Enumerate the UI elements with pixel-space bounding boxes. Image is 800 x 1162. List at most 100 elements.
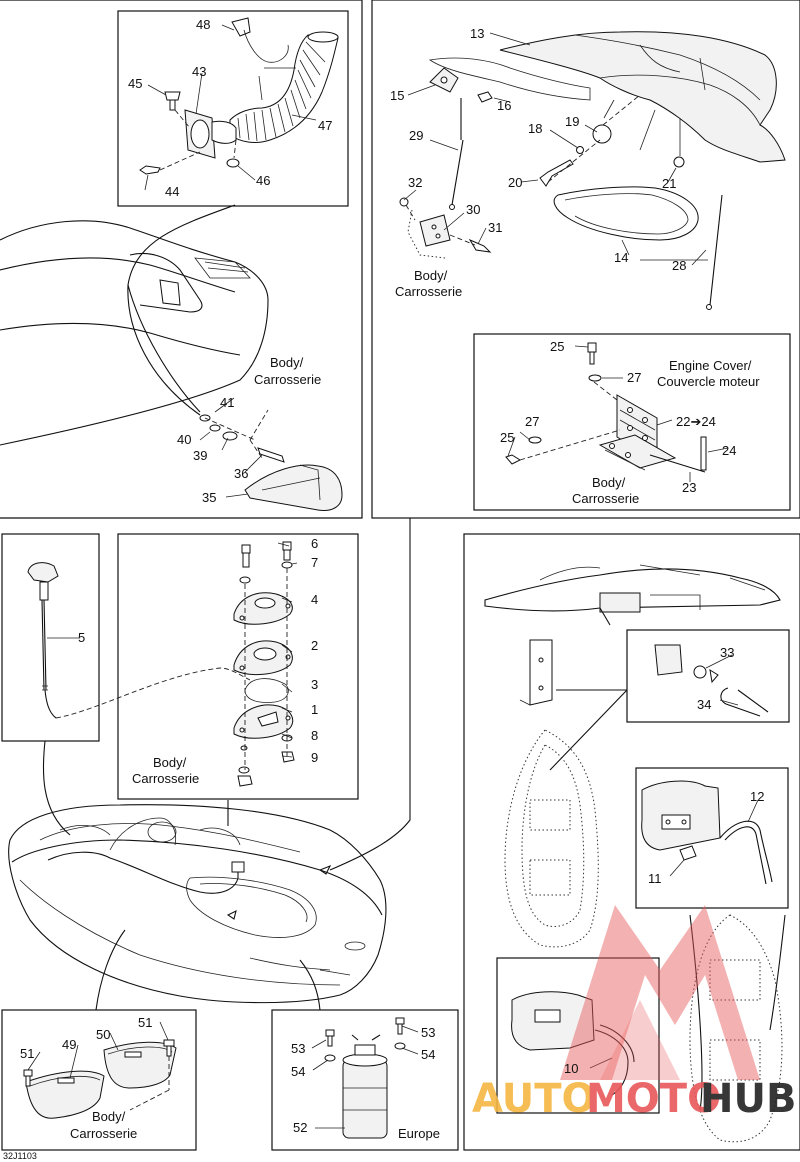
part-34: 34: [697, 697, 711, 712]
part-12: 12: [750, 789, 764, 804]
part-21: 21: [662, 176, 676, 191]
body-label-3: Body/: [592, 475, 626, 490]
part-20: 20: [508, 175, 522, 190]
hinge-15-and-struts: [429, 67, 723, 310]
panel-inset-clip: [626, 629, 790, 723]
storage-bins: [23, 1039, 177, 1119]
part-30: 30: [466, 202, 480, 217]
panel-top-left: [0, 0, 363, 519]
panel-inset-tie2: [496, 957, 660, 1114]
part-47: 47: [318, 118, 332, 133]
part-25-left: 25: [500, 430, 514, 445]
part-39: 39: [193, 448, 207, 463]
part-44: 44: [165, 184, 179, 199]
part-29: 29: [409, 128, 423, 143]
tie-11-12: [641, 780, 773, 885]
watermark-auto: AUTO: [472, 1076, 596, 1122]
extinguisher-52: [324, 1017, 406, 1139]
watermark-moto: MOTO: [586, 1076, 721, 1122]
hose-47: [229, 31, 339, 143]
part-11: 11: [648, 871, 662, 886]
vent-opening: [159, 279, 181, 306]
panel-inset-tie: [635, 767, 789, 909]
screw-44: [139, 165, 161, 175]
tie-10: [511, 991, 635, 1096]
part-14: 14: [614, 250, 628, 265]
part-49: 49: [62, 1037, 76, 1052]
part-7: 7: [311, 555, 318, 570]
part-54-right: 54: [421, 1047, 435, 1062]
text-labels: Body/ Carrosserie Body/ Carrosserie Engi…: [3, 268, 760, 1161]
part-18: 18: [528, 121, 542, 136]
hinge-22-24: [505, 342, 707, 473]
body-label-2b: Carrosserie: [395, 284, 462, 299]
screw-36: [257, 447, 285, 463]
part-1: 1: [311, 702, 318, 717]
part-53-left: 53: [291, 1041, 305, 1056]
panel-right-bottom: [463, 533, 800, 1151]
figure-code: 32J1103: [3, 1151, 37, 1161]
part-8: 8: [311, 728, 318, 743]
mount-stack: [233, 541, 295, 787]
body-label-4b: Carrosserie: [132, 771, 199, 786]
seat-body-illustration: [0, 204, 269, 446]
part-16: 16: [497, 98, 511, 113]
part-27-left: 27: [525, 414, 539, 429]
bracket-clip: [519, 639, 628, 771]
watermark-logo: [560, 905, 760, 1080]
dotted-hulls: [504, 729, 786, 1143]
part-28: 28: [672, 258, 686, 273]
part-27-top: 27: [627, 370, 641, 385]
part-46: 46: [256, 173, 270, 188]
body-label-5b: Carrosserie: [70, 1126, 137, 1141]
part-2: 2: [311, 638, 318, 653]
part-41: 41: [220, 395, 234, 410]
dipstick-path: [55, 667, 251, 719]
part-36: 36: [234, 466, 248, 481]
engine-cover-13: [428, 31, 786, 163]
clip-33-tie-34: [654, 644, 769, 717]
part-54-left: 54: [291, 1064, 305, 1079]
part-52: 52: [293, 1120, 307, 1135]
part-40: 40: [177, 432, 191, 447]
panel-dipstick: [1, 533, 100, 742]
part-32: 32: [408, 175, 422, 190]
panel-extinguisher: [271, 1009, 459, 1151]
part-24: 24: [722, 443, 736, 458]
part-45: 45: [128, 76, 142, 91]
panel-storage-bins: [1, 1009, 197, 1151]
part-19: 19: [565, 114, 579, 129]
cover-fasteners: [539, 94, 685, 187]
part-51-left: 51: [20, 1046, 34, 1061]
part-5: 5: [78, 630, 85, 645]
part-23: 23: [682, 480, 696, 495]
panel-top-right: [371, 0, 800, 519]
part-25-top: 25: [550, 339, 564, 354]
body-label-3b: Carrosserie: [572, 491, 639, 506]
cover-35: [244, 464, 343, 511]
panel-mount: [117, 533, 359, 800]
part-35: 35: [202, 490, 216, 505]
pin-45: [164, 91, 181, 101]
part-50: 50: [96, 1027, 110, 1042]
watermark-text: AUTO MOTO HUB: [472, 1076, 796, 1122]
boat-hull: [8, 804, 387, 1004]
part-3: 3: [311, 677, 318, 692]
body-label-5: Body/: [92, 1109, 126, 1124]
seat-fasteners: [127, 284, 343, 511]
range-22-24: 22➔24: [676, 414, 716, 429]
cover-seal-14: [553, 186, 699, 241]
part-33: 33: [720, 645, 734, 660]
part-6: 6: [311, 536, 318, 551]
callout-leaders: [27, 24, 759, 1129]
body-label-2: Body/: [414, 268, 448, 283]
engine-cover-label: Engine Cover/: [669, 358, 752, 373]
part-31: 31: [488, 220, 502, 235]
part-51-right: 51: [138, 1015, 152, 1030]
part-number-labels: 48 43 45 47 46 44 41 40 39 36 35 13 15 1…: [20, 17, 764, 1135]
part-4: 4: [311, 592, 318, 607]
engine-cover-label-fr: Couvercle moteur: [657, 374, 760, 389]
body-label-4: Body/: [153, 755, 187, 770]
